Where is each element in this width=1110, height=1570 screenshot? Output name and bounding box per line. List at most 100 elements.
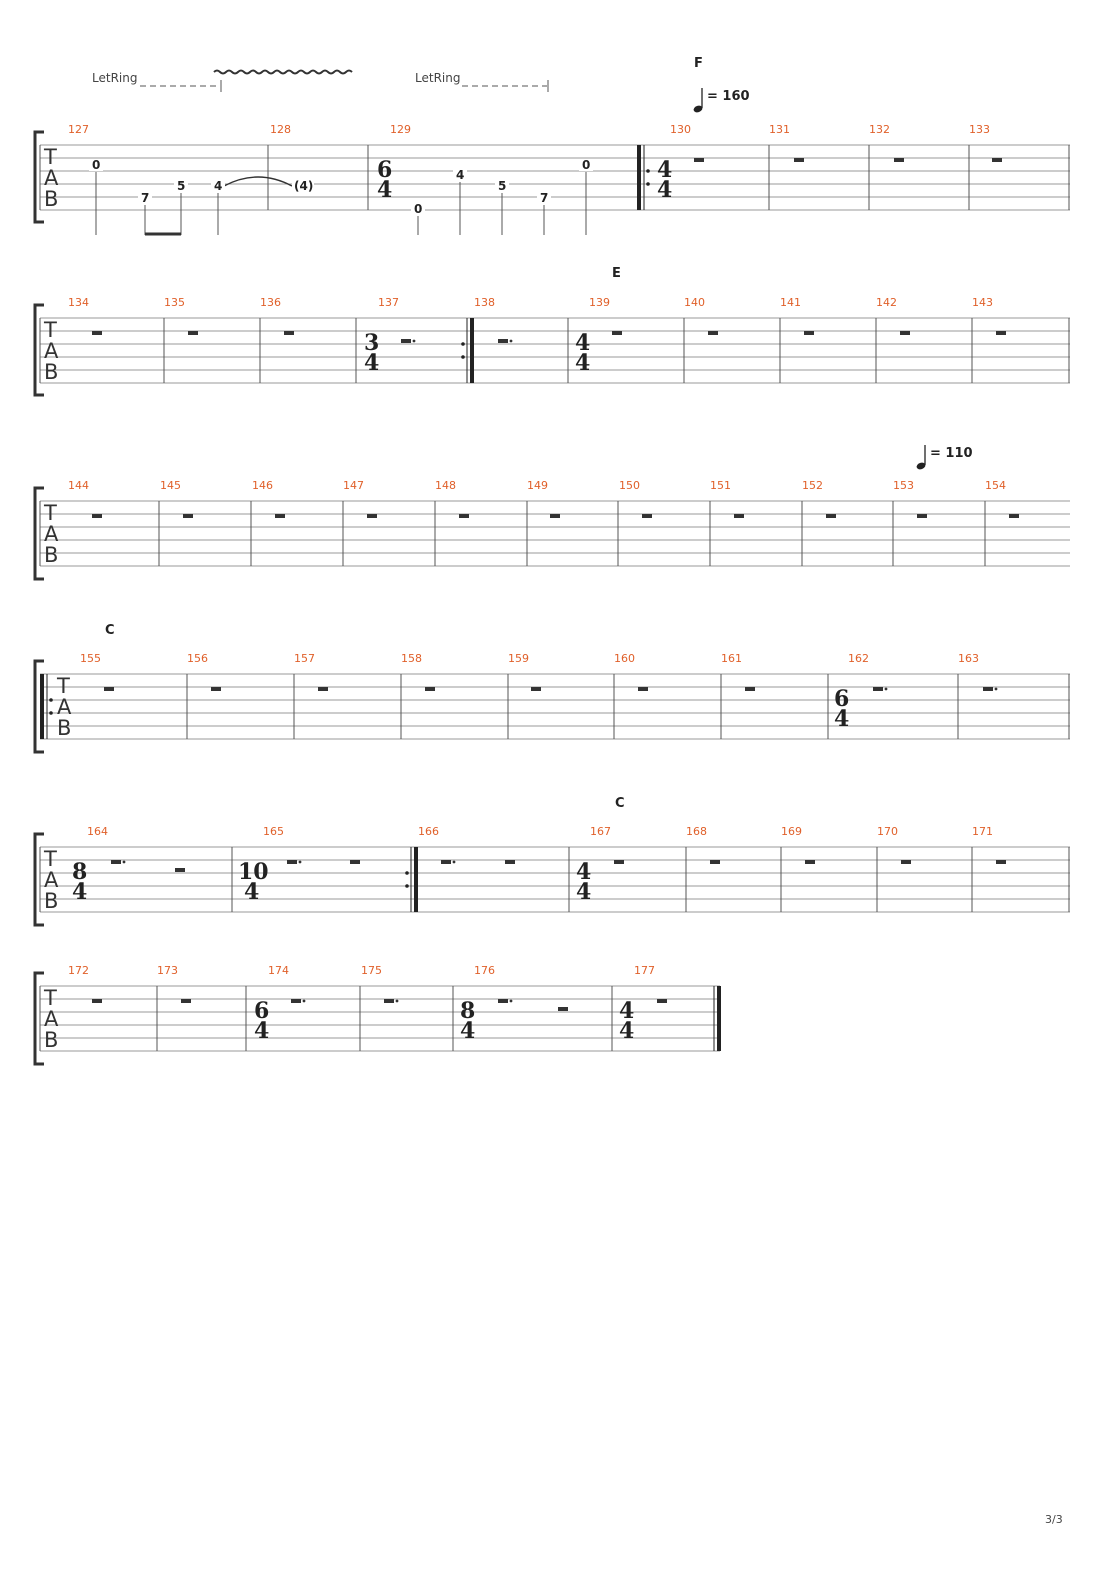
barlines bbox=[156, 986, 613, 1051]
measure-number: 161 bbox=[721, 652, 742, 665]
repeat-dot bbox=[405, 871, 409, 875]
measure-number: 148 bbox=[435, 479, 456, 492]
time-sig-bottom: 4 bbox=[72, 879, 87, 905]
measure-number: 175 bbox=[361, 964, 382, 977]
system-bracket bbox=[33, 303, 44, 397]
staff-lines bbox=[40, 500, 1070, 567]
half-rest-icon bbox=[92, 999, 102, 1003]
staff-lines bbox=[40, 673, 1070, 740]
measure-number: 131 bbox=[769, 123, 790, 136]
tab-letter-b: B bbox=[44, 889, 58, 913]
repeat-dot bbox=[646, 169, 650, 173]
time-sig-top: 3 bbox=[364, 330, 379, 356]
measure-number: 156 bbox=[187, 652, 208, 665]
tempo-text: = 160 bbox=[707, 89, 750, 104]
page-number: 3/3 bbox=[1045, 1513, 1063, 1526]
half-rest-icon bbox=[350, 860, 360, 864]
barlines bbox=[186, 674, 1070, 739]
measure-number: 132 bbox=[869, 123, 890, 136]
half-rest-icon bbox=[996, 331, 1006, 335]
repeat-dot bbox=[49, 698, 53, 702]
measure-number: 145 bbox=[160, 479, 181, 492]
system-bracket bbox=[33, 659, 44, 754]
time-sig-bottom: 4 bbox=[377, 177, 392, 203]
half-rest-icon bbox=[459, 514, 469, 518]
tab-letter-b: B bbox=[44, 543, 58, 567]
measure-number: 128 bbox=[270, 123, 291, 136]
half-rest-icon bbox=[550, 514, 560, 518]
half-rest-icon bbox=[92, 331, 102, 335]
measure-number: 168 bbox=[686, 825, 707, 838]
fret-number: 7 bbox=[540, 191, 548, 205]
measure-number: 170 bbox=[877, 825, 898, 838]
letring-label-2: LetRing bbox=[415, 71, 460, 85]
half-rest-icon bbox=[425, 687, 435, 691]
measure-number: 146 bbox=[252, 479, 273, 492]
fret-number: 4 bbox=[214, 179, 222, 193]
measure-number: 155 bbox=[80, 652, 101, 665]
measure-number: 127 bbox=[68, 123, 89, 136]
half-rest-icon bbox=[804, 331, 814, 335]
measure-number: 153 bbox=[893, 479, 914, 492]
measure-number: 143 bbox=[972, 296, 993, 309]
tab-letter-t: T bbox=[43, 501, 57, 525]
system-4: C T A B 155 156 157 158 159 160 161 162 … bbox=[33, 623, 1070, 754]
rests bbox=[92, 999, 667, 1011]
fret-numbers: 0 7 5 4 (4) 0 4 5 7 0 bbox=[89, 158, 593, 216]
tab-letter-b: B bbox=[44, 187, 58, 211]
measure-number: 159 bbox=[508, 652, 529, 665]
half-rest-icon bbox=[1009, 514, 1019, 518]
barlines bbox=[158, 501, 986, 566]
time-sig-top: 6 bbox=[377, 157, 392, 183]
time-sig-bottom: 4 bbox=[460, 1018, 475, 1044]
section-marker-f: F bbox=[694, 56, 703, 71]
fret-number: (4) bbox=[294, 179, 313, 193]
measure-number: 130 bbox=[670, 123, 691, 136]
half-rest-icon bbox=[826, 514, 836, 518]
measure-number: 149 bbox=[527, 479, 548, 492]
measure-number: 173 bbox=[157, 964, 178, 977]
measure-number: 167 bbox=[590, 825, 611, 838]
rests bbox=[92, 514, 1019, 518]
half-rest-icon bbox=[901, 860, 911, 864]
tab-letter-a: A bbox=[44, 1007, 59, 1031]
tab-letter-a: A bbox=[44, 166, 59, 190]
tab-letter-t: T bbox=[43, 145, 57, 169]
half-rest-icon bbox=[505, 860, 515, 864]
fret-number: 0 bbox=[92, 158, 100, 172]
measure-number: 176 bbox=[474, 964, 495, 977]
measure-number: 138 bbox=[474, 296, 495, 309]
tab-letter-b: B bbox=[44, 360, 58, 384]
repeat-dot bbox=[461, 342, 465, 346]
repeat-dot bbox=[461, 355, 465, 359]
repeat-dot bbox=[646, 182, 650, 186]
time-sig-bottom: 4 bbox=[254, 1018, 269, 1044]
rests bbox=[104, 687, 998, 691]
letring-label: LetRing bbox=[92, 71, 137, 85]
half-rest-icon bbox=[275, 514, 285, 518]
half-rest-icon bbox=[188, 331, 198, 335]
fret-number: 0 bbox=[414, 202, 422, 216]
half-rest-icon bbox=[612, 331, 622, 335]
system-1: LetRing LetRing F = 160 T A B 127 128 12… bbox=[33, 56, 1070, 236]
time-sig-top: 6 bbox=[834, 686, 849, 712]
half-rest-icon bbox=[996, 860, 1006, 864]
time-sig-top: 4 bbox=[576, 859, 591, 885]
half-rest-icon bbox=[710, 860, 720, 864]
dotted-half-rest-icon bbox=[983, 687, 998, 691]
measure-number: 137 bbox=[378, 296, 399, 309]
half-rest-icon bbox=[745, 687, 755, 691]
half-rest-icon bbox=[694, 158, 704, 162]
measure-number: 139 bbox=[589, 296, 610, 309]
staff-lines bbox=[40, 985, 720, 1052]
repeat-dot bbox=[405, 884, 409, 888]
half-rest-icon bbox=[175, 868, 185, 872]
tab-letter-t: T bbox=[43, 986, 57, 1010]
time-sig-bottom: 4 bbox=[364, 350, 379, 376]
half-rest-icon bbox=[917, 514, 927, 518]
measure-number: 169 bbox=[781, 825, 802, 838]
system-bracket bbox=[33, 486, 44, 581]
rests bbox=[92, 331, 1006, 343]
half-rest-icon bbox=[531, 687, 541, 691]
